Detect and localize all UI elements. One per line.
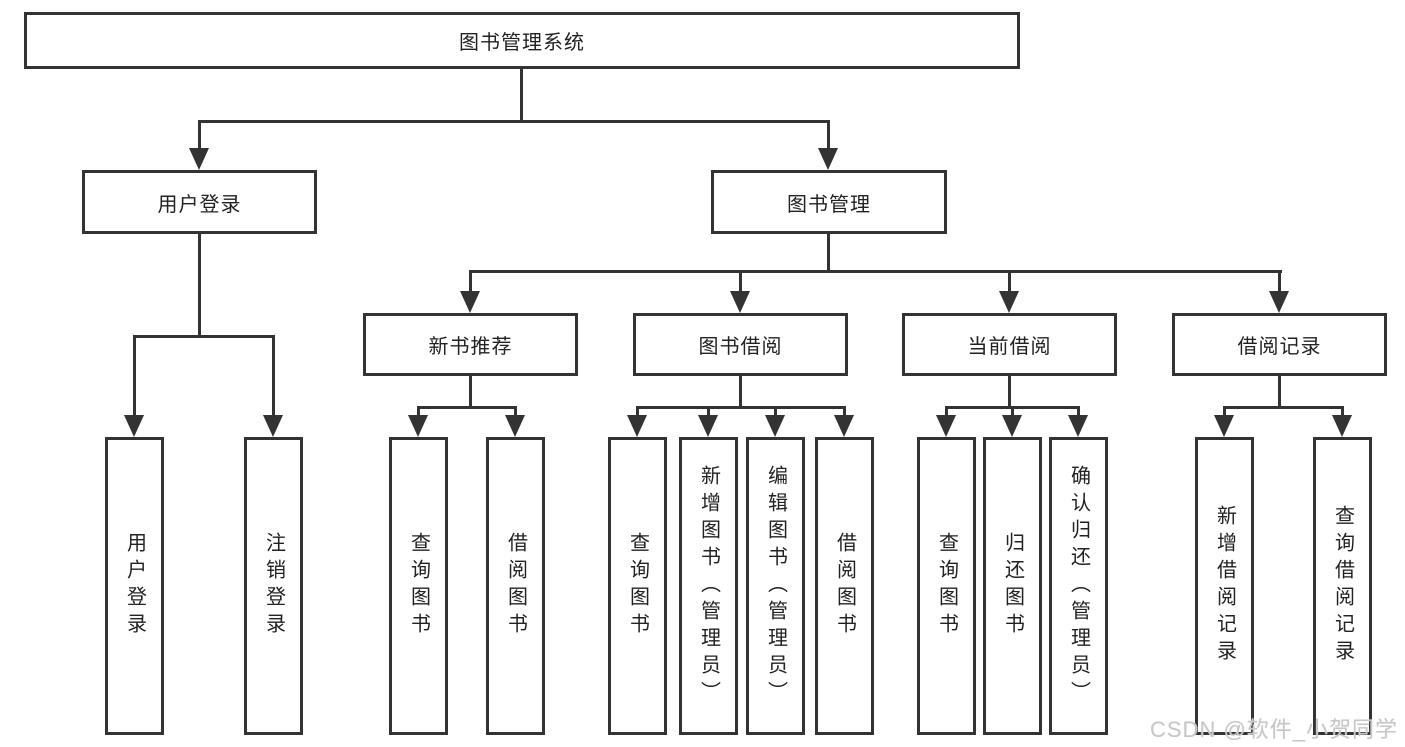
node-label: 归还图书 xyxy=(1001,532,1024,640)
leaf-add-book-admin: 新增图书（管理员） xyxy=(679,437,738,735)
connector-line xyxy=(827,234,830,273)
connector-line xyxy=(272,335,275,417)
node-label: 用户登录 xyxy=(123,532,146,640)
connector-line xyxy=(1077,406,1080,418)
leaf-borrow-books-1: 借阅图书 xyxy=(486,437,545,735)
node-book-management: 图书管理 xyxy=(711,170,947,234)
node-label: 查询图书 xyxy=(407,532,430,640)
node-user-login: 用户登录 xyxy=(82,170,317,234)
connector-line xyxy=(198,234,201,338)
arrow-down-icon xyxy=(999,291,1019,313)
connector-line xyxy=(739,376,742,408)
node-label: 图书管理 xyxy=(787,193,871,216)
connector-line xyxy=(133,335,275,338)
leaf-query-books-2: 查询图书 xyxy=(608,437,667,735)
connector-line xyxy=(636,406,846,409)
connector-line xyxy=(417,406,517,409)
connector-line xyxy=(198,120,830,123)
arrow-down-icon xyxy=(263,415,283,437)
node-label: 用户登录 xyxy=(157,193,242,216)
node-label: 新增借阅记录 xyxy=(1213,505,1236,667)
connector-line xyxy=(636,406,639,418)
arrow-down-icon xyxy=(698,415,718,437)
connector-line xyxy=(417,406,420,418)
leaf-edit-book-admin: 编辑图书（管理员） xyxy=(746,437,805,735)
node-label: 查询图书 xyxy=(626,532,649,640)
connector-line xyxy=(1011,406,1014,418)
connector-line xyxy=(198,120,201,150)
connector-line xyxy=(1223,406,1226,418)
node-label: 查询借阅记录 xyxy=(1331,505,1354,667)
leaf-confirm-return-admin: 确认归还（管理员） xyxy=(1049,437,1108,735)
node-label: 确认归还（管理员） xyxy=(1067,464,1090,708)
csdn-watermark: CSDN @软件_小贺同学 xyxy=(1150,717,1399,742)
node-book-borrow: 图书借阅 xyxy=(633,313,848,376)
leaf-query-borrow-record: 查询借阅记录 xyxy=(1313,437,1372,735)
node-current-borrow: 当前借阅 xyxy=(902,313,1117,376)
node-label: 编辑图书（管理员） xyxy=(764,464,787,708)
connector-line xyxy=(1341,406,1344,418)
arrow-down-icon xyxy=(408,415,428,437)
node-borrow-records: 借阅记录 xyxy=(1172,313,1387,376)
connector-line xyxy=(1008,270,1011,293)
arrow-down-icon xyxy=(1269,291,1289,313)
leaf-add-borrow-record: 新增借阅记录 xyxy=(1195,437,1254,735)
leaf-logout: 注销登录 xyxy=(244,437,303,735)
leaf-query-books-1: 查询图书 xyxy=(389,437,448,735)
node-label: 注销登录 xyxy=(262,532,285,640)
arrow-down-icon xyxy=(189,148,209,170)
arrow-down-icon xyxy=(1002,415,1022,437)
connector-line xyxy=(739,270,742,293)
node-label: 借阅记录 xyxy=(1237,336,1322,358)
leaf-query-books-3: 查询图书 xyxy=(917,437,976,735)
arrow-down-icon xyxy=(834,415,854,437)
leaf-borrow-books-2: 借阅图书 xyxy=(815,437,874,735)
node-label: 新增图书（管理员） xyxy=(697,464,720,708)
node-label: 新书推荐 xyxy=(428,336,513,358)
arrow-down-icon xyxy=(1214,415,1234,437)
connector-line xyxy=(707,406,710,418)
connector-line xyxy=(133,335,136,417)
leaf-return-book: 归还图书 xyxy=(983,437,1042,735)
connector-line xyxy=(469,270,1282,273)
connector-line xyxy=(774,406,777,418)
arrow-down-icon xyxy=(460,291,480,313)
arrow-down-icon xyxy=(730,291,750,313)
arrow-down-icon xyxy=(936,415,956,437)
connector-line xyxy=(1223,406,1344,409)
connector-line xyxy=(514,406,517,418)
arrow-down-icon xyxy=(505,415,525,437)
node-new-book-recommend: 新书推荐 xyxy=(363,313,578,376)
arrow-down-icon xyxy=(627,415,647,437)
node-label: 当前借阅 xyxy=(967,336,1052,358)
connector-line xyxy=(1008,376,1011,408)
connector-line xyxy=(843,406,846,418)
arrow-down-icon xyxy=(818,148,838,170)
node-label: 查询图书 xyxy=(935,532,958,640)
connector-line xyxy=(945,406,948,418)
connector-line xyxy=(520,69,523,123)
arrow-down-icon xyxy=(765,415,785,437)
node-system-root: 图书管理系统 xyxy=(24,12,1020,69)
leaf-user-login: 用户登录 xyxy=(105,437,164,735)
node-label: 图书管理系统 xyxy=(459,32,585,54)
arrow-down-icon xyxy=(124,415,144,437)
connector-line xyxy=(827,120,830,150)
arrow-down-icon xyxy=(1068,415,1088,437)
connector-line xyxy=(1278,270,1281,293)
node-label: 借阅图书 xyxy=(504,532,527,640)
connector-line xyxy=(469,376,472,408)
connector-line xyxy=(1278,376,1281,408)
arrow-down-icon xyxy=(1332,415,1352,437)
node-label: 图书借阅 xyxy=(698,336,783,358)
connector-line xyxy=(469,270,472,293)
node-label: 借阅图书 xyxy=(833,532,856,640)
